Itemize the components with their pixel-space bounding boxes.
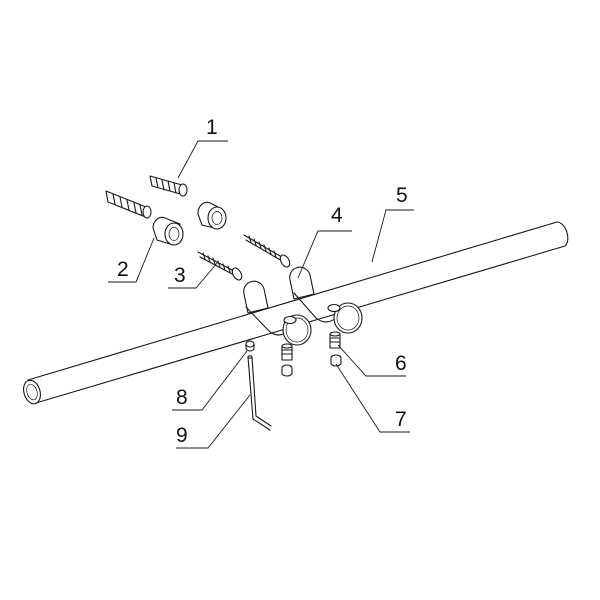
set-screw-left bbox=[281, 343, 293, 361]
wall-sleeve-right bbox=[197, 201, 227, 230]
cap-left bbox=[281, 364, 293, 377]
part-number-6: 6 bbox=[395, 352, 407, 375]
wall-sleeve-left bbox=[152, 216, 184, 246]
set-screw-right bbox=[329, 331, 341, 349]
cap-right bbox=[330, 354, 342, 367]
bracket-left bbox=[243, 280, 312, 346]
part-number-2: 2 bbox=[117, 258, 129, 281]
part-number-1: 1 bbox=[206, 116, 218, 139]
grub-screw bbox=[245, 340, 255, 352]
bracket-right bbox=[289, 266, 363, 334]
rod bbox=[23, 221, 569, 405]
part-number-3: 3 bbox=[174, 264, 186, 287]
part-number-5: 5 bbox=[396, 184, 408, 207]
wall-plug-lower bbox=[105, 190, 152, 219]
part-number-4: 4 bbox=[331, 204, 343, 227]
part-labels: 1 2 3 4 5 6 7 8 9 bbox=[117, 116, 408, 447]
hex-key bbox=[247, 355, 272, 431]
part-number-7: 7 bbox=[395, 408, 407, 431]
part-number-8: 8 bbox=[176, 386, 188, 409]
part-number-9: 9 bbox=[176, 424, 188, 447]
wall-plug-upper bbox=[149, 175, 188, 197]
wood-screw-left bbox=[197, 251, 243, 281]
leader-lines bbox=[108, 140, 414, 449]
wood-screw-right bbox=[243, 234, 291, 268]
